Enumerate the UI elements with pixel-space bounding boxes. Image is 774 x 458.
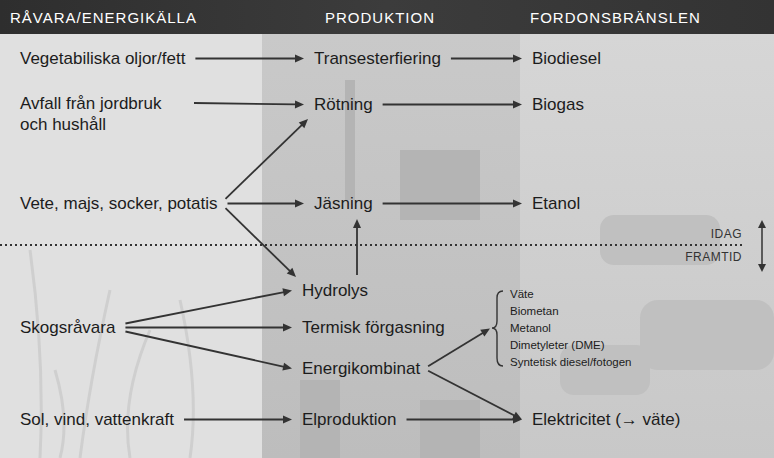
- connector-arrow: [125, 324, 292, 332]
- connector-line: [383, 104, 514, 106]
- connector-arrow: [125, 332, 292, 371]
- connector-arrow: [383, 200, 522, 208]
- node-text: Vegetabiliska oljor/fett: [18, 47, 187, 70]
- node-text: Biometan: [508, 303, 633, 320]
- time-label: FRAMTID: [685, 250, 742, 264]
- connector-line: [125, 292, 284, 323]
- connector-line: [383, 203, 514, 205]
- text-node: Biodiesel: [530, 47, 603, 70]
- connector-line: [195, 58, 296, 60]
- arrowhead: [353, 219, 361, 228]
- text-node: Etanol: [530, 192, 582, 215]
- text-node: Elproduktion: [300, 408, 399, 431]
- connector-line: [428, 333, 483, 367]
- arrowhead: [295, 200, 304, 208]
- arrowhead: [282, 288, 292, 296]
- text-node: Sol, vind, vattenkraft: [18, 408, 176, 431]
- connector-arrow: [184, 416, 292, 424]
- node-text: Elektricitet (→ väte): [530, 408, 682, 431]
- node-text: Termisk förgasning: [300, 316, 447, 339]
- arrowhead: [513, 416, 522, 424]
- connector-line: [225, 125, 302, 199]
- arrowhead: [299, 119, 308, 128]
- node-text: Avfall från jordbruk och hushåll: [18, 92, 186, 136]
- node-text: Metanol: [508, 320, 633, 337]
- arrowhead: [295, 100, 304, 108]
- node-text: Biogas: [530, 93, 586, 116]
- text-node: VäteBiometanMetanolDimetyleter (DME)Synt…: [508, 286, 633, 371]
- column-heading: FORDONSBRÄNSLEN: [530, 9, 701, 26]
- connector-line: [194, 103, 296, 104]
- node-text: Energikombinat: [300, 357, 422, 380]
- text-node: Transesterfiering: [312, 47, 443, 70]
- arrowhead: [513, 55, 522, 63]
- node-text: Skogsråvara: [18, 316, 117, 339]
- arrowhead: [283, 416, 292, 424]
- connector-line: [125, 332, 284, 367]
- connector-arrow: [195, 55, 304, 63]
- text-node: Biogas: [530, 93, 586, 116]
- connector-line: [451, 58, 514, 60]
- text-node: Elektricitet (→ väte): [530, 408, 682, 431]
- connector-arrow: [383, 101, 522, 109]
- connector-arrow: [407, 416, 522, 424]
- time-arrow: [758, 220, 766, 272]
- text-node: Jäsning: [312, 192, 375, 215]
- node-text: Etanol: [530, 192, 582, 215]
- text-node: Rötning: [312, 93, 375, 116]
- connector-arrow: [451, 55, 522, 63]
- connector-arrow: [227, 200, 304, 208]
- node-text: Transesterfiering: [312, 47, 443, 70]
- text-node: Vete, majs, socker, potatis: [18, 192, 219, 215]
- connector-line: [225, 208, 290, 271]
- connector-line: [125, 327, 284, 329]
- connector-line: [184, 419, 284, 421]
- text-node: Vegetabiliska oljor/fett: [18, 47, 187, 70]
- header-bar: [0, 0, 774, 34]
- connector-line: [428, 371, 515, 416]
- node-text: Elproduktion: [300, 408, 399, 431]
- column-heading: RÅVARA/ENERGIKÄLLA: [10, 9, 197, 26]
- text-node: Skogsråvara: [18, 316, 117, 339]
- dotted-divider: [0, 244, 742, 246]
- arrowhead: [295, 55, 304, 63]
- node-text: Vete, majs, socker, potatis: [18, 192, 219, 215]
- connector-line: [356, 227, 358, 275]
- node-text: Hydrolys: [300, 279, 370, 302]
- node-text: Väte: [508, 286, 633, 303]
- column-heading: PRODUKTION: [325, 9, 435, 26]
- node-text: Sol, vind, vattenkraft: [18, 408, 176, 431]
- arrowhead: [283, 324, 292, 332]
- node-text: Biodiesel: [530, 47, 603, 70]
- connector-arrow: [428, 371, 522, 420]
- arrowhead: [282, 363, 292, 371]
- text-node: Energikombinat: [300, 357, 422, 380]
- connector-arrow: [125, 288, 292, 323]
- arrowhead: [513, 200, 522, 208]
- connector-arrow: [225, 119, 308, 199]
- bracket: [492, 291, 503, 366]
- node-text: Syntetisk diesel/fotogen: [508, 354, 633, 371]
- text-node: Avfall från jordbruk och hushåll: [18, 92, 186, 136]
- time-label: IDAG: [711, 227, 742, 241]
- node-text: Rötning: [312, 93, 375, 116]
- connector-arrow: [225, 208, 296, 277]
- text-node: Hydrolys: [300, 279, 370, 302]
- node-text: Dimetyleter (DME): [508, 337, 633, 354]
- connector-arrow: [353, 219, 361, 275]
- connector-arrow: [194, 100, 304, 108]
- arrowhead: [513, 101, 522, 109]
- factory-silhouette: [300, 80, 480, 458]
- connector-line: [407, 419, 514, 421]
- arrowhead: [480, 329, 490, 337]
- node-text: Jäsning: [312, 192, 375, 215]
- arrowhead: [287, 268, 296, 277]
- connector-line: [227, 203, 296, 205]
- text-node: Termisk förgasning: [300, 316, 447, 339]
